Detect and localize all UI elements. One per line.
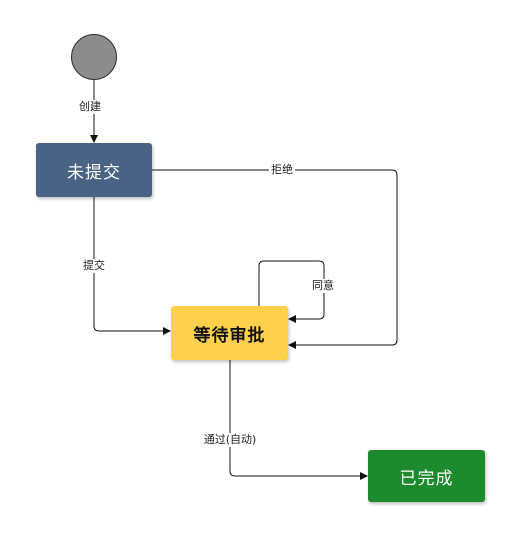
state-pending-label: 等待审批 (193, 325, 266, 346)
edge-create-label: 创建 (77, 100, 103, 114)
start-node (71, 34, 117, 80)
edge-reject-label: 拒绝 (269, 163, 295, 177)
edge-approve-label: 同意 (310, 279, 336, 293)
edge-passed-label: 通过(自动) (201, 433, 259, 447)
edge-approve (258, 260, 325, 323)
edge-submit-label: 提交 (81, 259, 107, 273)
edge-passed (229, 360, 368, 480)
state-draft-label: 未提交 (67, 162, 121, 183)
state-pending[interactable]: 等待审批 (171, 306, 288, 360)
edge-reject (152, 169, 398, 349)
state-draft[interactable]: 未提交 (36, 143, 152, 197)
state-done-label: 已完成 (399, 468, 454, 489)
state-done[interactable]: 已完成 (368, 450, 485, 502)
edge-submit (93, 197, 171, 335)
